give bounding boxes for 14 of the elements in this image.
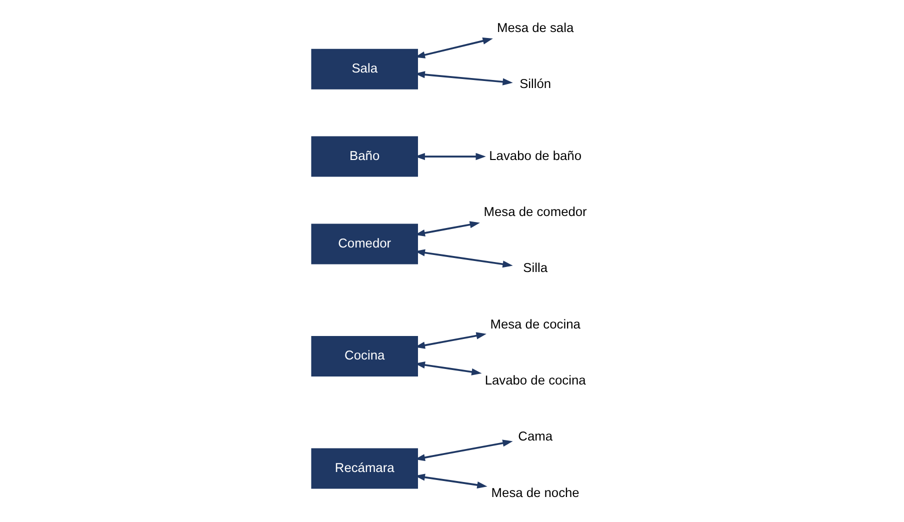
node-text: Lavabo de cocina: [484, 372, 586, 388]
node-text: Cama: [518, 428, 552, 444]
node-text: Sillón: [519, 76, 551, 92]
node-text: Mesa de noche: [490, 484, 579, 500]
node-text: Lavabo de baño: [488, 148, 582, 163]
node-box: Cocina: [310, 336, 418, 376]
node-box: Recámara: [310, 448, 418, 489]
node-box: Sala: [310, 48, 418, 90]
node-text: Mesa de cocina: [490, 316, 580, 332]
node-text: Mesa de sala: [496, 20, 574, 36]
node-text: Silla: [522, 260, 548, 276]
node-box: Comedor: [310, 224, 418, 264]
node-text: Mesa de comedor: [483, 204, 586, 220]
node-box: Baño: [310, 136, 418, 177]
